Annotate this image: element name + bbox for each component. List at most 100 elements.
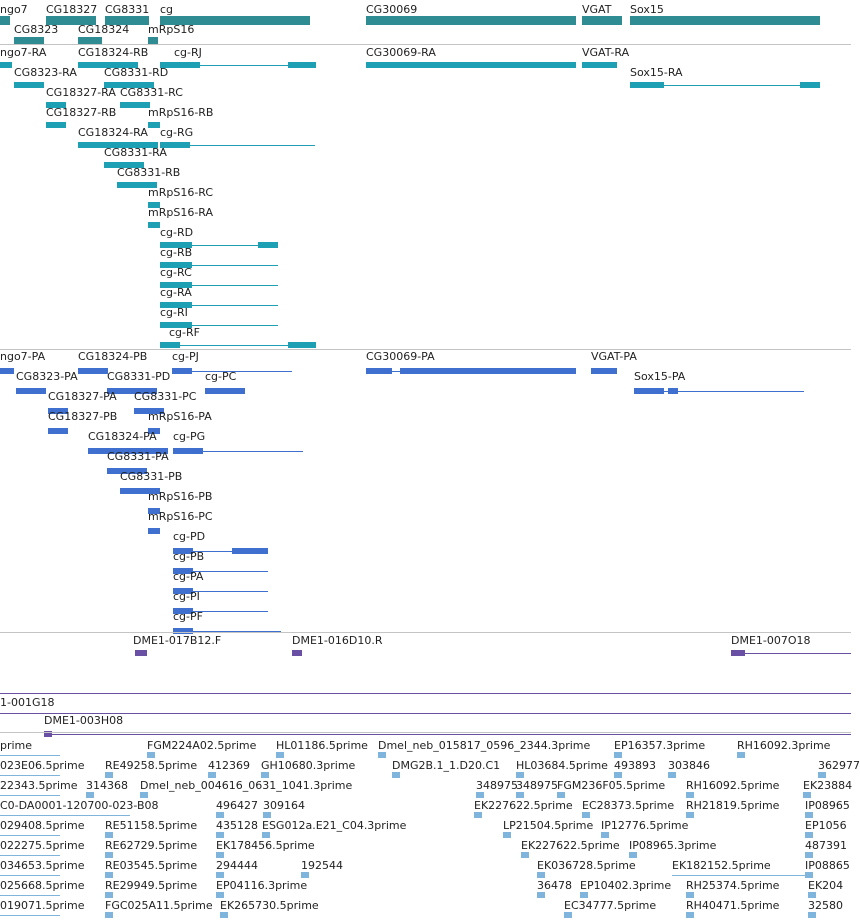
feature-exon-block[interactable]	[805, 852, 813, 858]
feature-exon-block[interactable]	[0, 368, 14, 374]
feature-exon-block[interactable]	[686, 792, 694, 798]
feature-exon-block[interactable]	[557, 792, 565, 798]
feature-exon-block[interactable]	[48, 428, 68, 434]
feature-exon-block[interactable]	[16, 388, 46, 394]
feature-exon-block[interactable]	[564, 912, 572, 918]
feature-exon-block[interactable]	[160, 62, 200, 68]
feature-intron-line[interactable]	[0, 875, 60, 876]
feature-exon-block[interactable]	[48, 408, 68, 414]
feature-exon-block[interactable]	[78, 37, 102, 44]
feature-exon-block[interactable]	[686, 812, 694, 818]
feature-exon-block[interactable]	[582, 16, 622, 25]
feature-exon-block[interactable]	[148, 508, 160, 514]
feature-exon-block[interactable]	[14, 37, 44, 44]
feature-exon-block[interactable]	[173, 448, 203, 454]
feature-exon-block[interactable]	[107, 468, 147, 474]
feature-exon-block[interactable]	[148, 428, 160, 434]
feature-exon-block[interactable]	[105, 852, 113, 858]
feature-exon-block[interactable]	[601, 832, 609, 838]
feature-exon-block[interactable]	[516, 772, 524, 778]
feature-exon-block[interactable]	[474, 812, 482, 818]
feature-exon-block[interactable]	[216, 892, 224, 898]
feature-exon-block[interactable]	[88, 448, 168, 454]
feature-exon-block[interactable]	[232, 548, 268, 554]
feature-intron-line[interactable]	[0, 713, 851, 714]
feature-intron-line[interactable]	[173, 551, 268, 552]
feature-exon-block[interactable]	[14, 82, 44, 88]
feature-exon-block[interactable]	[537, 892, 545, 898]
feature-intron-line[interactable]	[160, 305, 278, 306]
feature-exon-block[interactable]	[630, 82, 664, 88]
feature-intron-line[interactable]	[672, 875, 812, 876]
feature-exon-block[interactable]	[476, 792, 484, 798]
feature-exon-block[interactable]	[46, 102, 66, 108]
feature-exon-block[interactable]	[805, 872, 813, 878]
feature-exon-block[interactable]	[614, 752, 622, 758]
feature-exon-block[interactable]	[120, 488, 160, 494]
feature-exon-block[interactable]	[208, 772, 216, 778]
feature-exon-block[interactable]	[808, 892, 816, 898]
feature-exon-block[interactable]	[173, 628, 193, 634]
feature-intron-line[interactable]	[0, 755, 60, 756]
feature-exon-block[interactable]	[216, 812, 224, 818]
feature-exon-block[interactable]	[147, 752, 155, 758]
feature-exon-block[interactable]	[86, 792, 94, 798]
feature-intron-line[interactable]	[173, 591, 268, 592]
feature-exon-block[interactable]	[220, 912, 228, 918]
feature-exon-block[interactable]	[107, 388, 157, 394]
feature-exon-block[interactable]	[78, 142, 158, 148]
feature-intron-line[interactable]	[160, 265, 278, 266]
feature-exon-block[interactable]	[668, 388, 678, 394]
feature-exon-block[interactable]	[105, 16, 149, 25]
feature-exon-block[interactable]	[148, 528, 160, 534]
feature-exon-block[interactable]	[668, 772, 676, 778]
feature-exon-block[interactable]	[686, 912, 694, 918]
feature-exon-block[interactable]	[378, 752, 386, 758]
feature-exon-block[interactable]	[78, 368, 108, 374]
feature-exon-block[interactable]	[160, 16, 310, 25]
feature-exon-block[interactable]	[160, 322, 192, 328]
feature-intron-line[interactable]	[160, 145, 315, 146]
feature-exon-block[interactable]	[160, 142, 190, 148]
feature-intron-line[interactable]	[634, 391, 804, 392]
feature-intron-line[interactable]	[0, 815, 130, 816]
feature-intron-line[interactable]	[0, 895, 60, 896]
feature-exon-block[interactable]	[737, 752, 745, 758]
feature-exon-block[interactable]	[148, 222, 160, 228]
feature-exon-block[interactable]	[105, 912, 113, 918]
feature-exon-block[interactable]	[258, 242, 278, 248]
feature-intron-line[interactable]	[0, 775, 60, 776]
feature-exon-block[interactable]	[516, 792, 524, 798]
feature-intron-line[interactable]	[44, 734, 851, 735]
feature-exon-block[interactable]	[140, 792, 148, 798]
feature-exon-block[interactable]	[629, 852, 637, 858]
feature-intron-line[interactable]	[0, 855, 60, 856]
feature-intron-line[interactable]	[160, 285, 278, 286]
feature-exon-block[interactable]	[0, 16, 10, 25]
feature-exon-block[interactable]	[292, 650, 302, 656]
feature-exon-block[interactable]	[634, 388, 664, 394]
feature-exon-block[interactable]	[366, 62, 576, 68]
feature-exon-block[interactable]	[392, 772, 400, 778]
feature-exon-block[interactable]	[808, 912, 816, 918]
feature-intron-line[interactable]	[630, 85, 820, 86]
feature-exon-block[interactable]	[591, 368, 617, 374]
feature-exon-block[interactable]	[104, 162, 144, 168]
feature-exon-block[interactable]	[521, 852, 529, 858]
feature-exon-block[interactable]	[148, 37, 158, 44]
feature-intron-line[interactable]	[731, 653, 851, 654]
feature-exon-block[interactable]	[134, 408, 164, 414]
feature-exon-block[interactable]	[120, 102, 150, 108]
feature-exon-block[interactable]	[78, 62, 138, 68]
feature-exon-block[interactable]	[261, 772, 269, 778]
feature-exon-block[interactable]	[173, 548, 193, 554]
feature-exon-block[interactable]	[148, 202, 160, 208]
feature-intron-line[interactable]	[0, 835, 60, 836]
feature-exon-block[interactable]	[803, 792, 811, 798]
feature-exon-block[interactable]	[731, 650, 745, 656]
feature-exon-block[interactable]	[135, 650, 147, 656]
feature-intron-line[interactable]	[173, 631, 281, 632]
feature-exon-block[interactable]	[288, 342, 316, 348]
feature-exon-block[interactable]	[366, 368, 392, 374]
feature-exon-block[interactable]	[800, 82, 820, 88]
